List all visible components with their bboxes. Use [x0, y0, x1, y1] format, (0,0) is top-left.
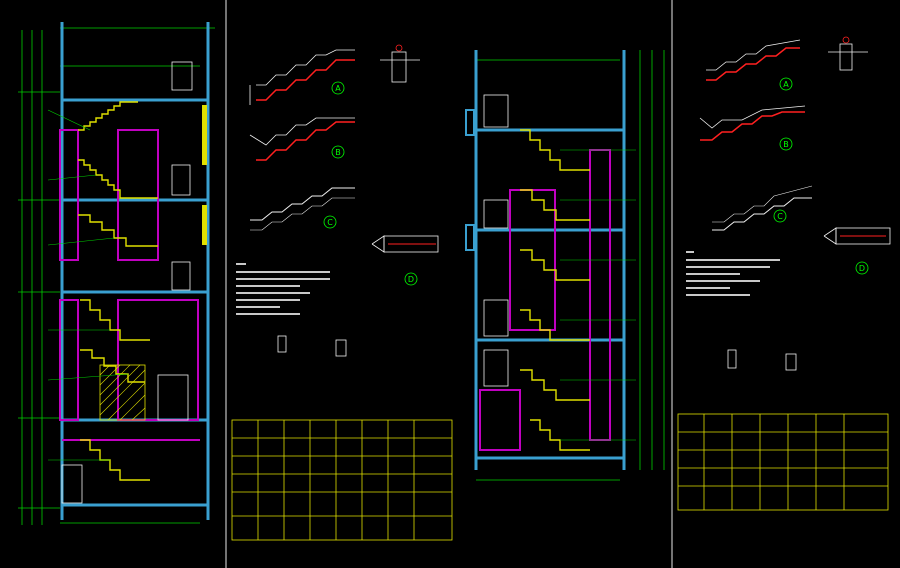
- detail-c-left: C: [250, 187, 355, 231]
- schedule-table-left: [231, 419, 453, 541]
- detail-views-right: A B C D: [677, 36, 891, 511]
- left-columns: [59, 129, 200, 441]
- detail-a-marker: [331, 81, 345, 95]
- mid-wall-opening-1: [465, 109, 475, 136]
- mid-wall-opening-2: [465, 224, 475, 251]
- node-details-right: [727, 349, 797, 371]
- detail-c-right: C: [712, 185, 813, 231]
- panel-dividers: [225, 0, 673, 568]
- detail-c-marker: [323, 215, 337, 229]
- stair-section-left: [18, 22, 215, 525]
- mid-doors: [483, 94, 509, 387]
- detail-views-left: A B C D: [231, 44, 453, 541]
- node-details-left: [277, 335, 347, 357]
- detail-b-left: B: [249, 117, 355, 161]
- detail-d-left: D: [371, 235, 439, 286]
- detail-d-label: D: [408, 275, 414, 284]
- detail-b-right-label: B: [783, 140, 789, 149]
- detail-a-right: A: [706, 39, 801, 91]
- rebar-detail-right: [828, 36, 868, 71]
- mid-stair-flights: [520, 129, 590, 451]
- left-doors: [61, 61, 193, 504]
- detail-d-right-label: D: [859, 264, 865, 273]
- detail-d-right: D: [823, 227, 891, 275]
- left-hatch-box: [99, 364, 146, 421]
- detail-c-label: C: [327, 218, 333, 227]
- mid-leaders: [560, 149, 636, 441]
- detail-a-right-label: A: [783, 80, 789, 89]
- left-dimension-lines: [18, 27, 215, 525]
- detail-a-left: A: [249, 49, 355, 105]
- detail-d-marker: [404, 272, 418, 286]
- detail-a-label: A: [335, 84, 341, 93]
- left-window-2: [202, 205, 207, 245]
- general-notes-left: [236, 263, 330, 315]
- mid-dimension-lines: [476, 50, 665, 481]
- left-window-1: [202, 105, 207, 165]
- detail-c-right-label: C: [777, 212, 783, 221]
- general-notes-right: [686, 251, 780, 296]
- rebar-detail-left: [380, 44, 420, 83]
- left-stair-flights: [78, 101, 158, 481]
- stair-section-right: [465, 50, 665, 481]
- schedule-table-right: [677, 413, 889, 511]
- left-leaders: [47, 109, 129, 461]
- detail-b-marker: [331, 145, 345, 159]
- detail-b-label: B: [335, 148, 341, 157]
- detail-b-right: B: [699, 105, 806, 151]
- left-hatch-lines: [99, 364, 146, 421]
- left-walls: [60, 22, 210, 520]
